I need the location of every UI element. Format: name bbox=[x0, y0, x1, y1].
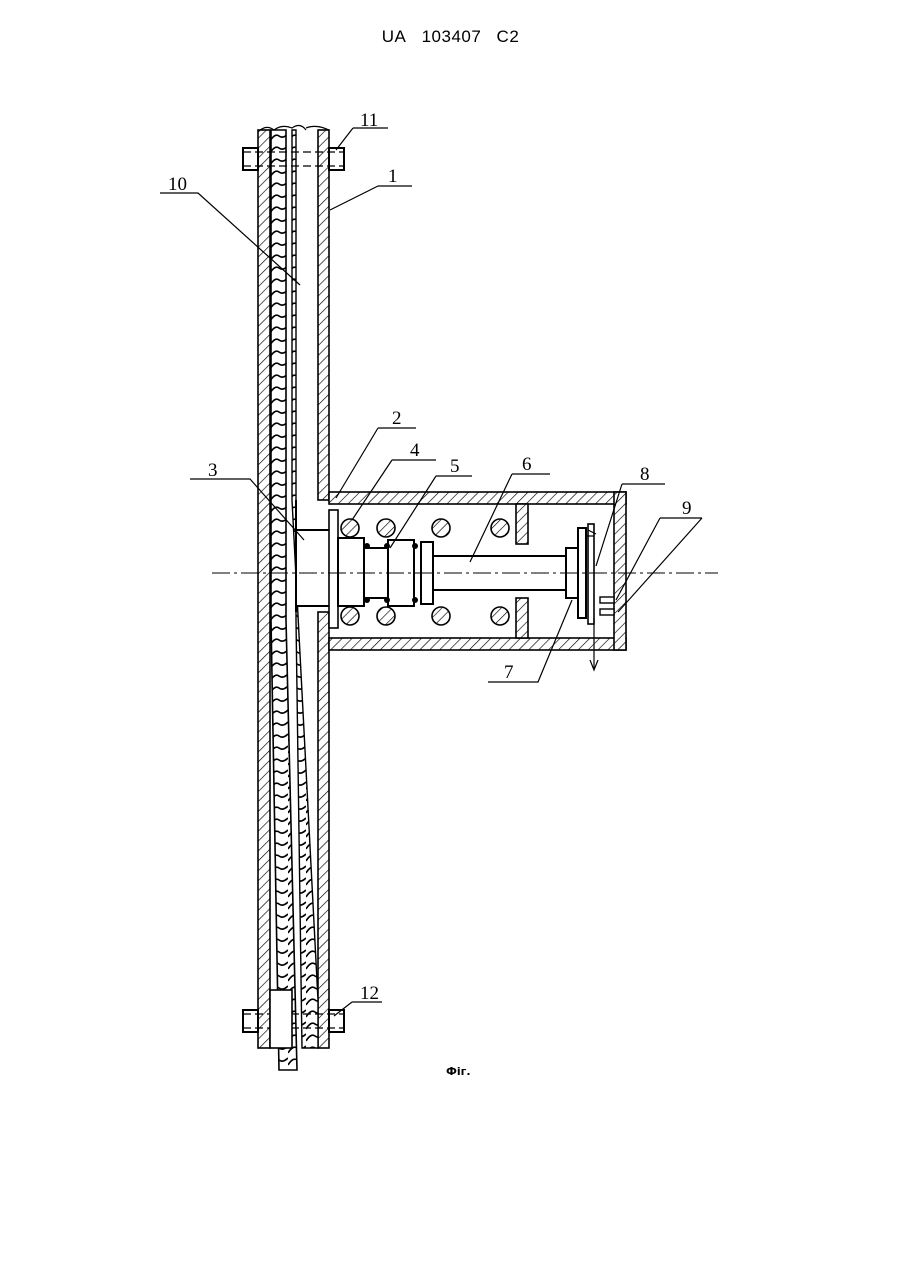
label-3: 3 bbox=[208, 460, 218, 481]
figure-caption: Фіг. bbox=[446, 1065, 471, 1078]
label-8: 8 bbox=[640, 464, 650, 485]
label-1: 1 bbox=[388, 166, 398, 187]
label-11: 11 bbox=[360, 110, 378, 131]
label-10: 10 bbox=[168, 174, 187, 195]
pipe-body bbox=[258, 125, 330, 1070]
label-12: 12 bbox=[360, 983, 379, 1004]
label-2: 2 bbox=[392, 408, 402, 429]
label-6: 6 bbox=[522, 454, 532, 475]
label-7: 7 bbox=[504, 662, 514, 683]
label-5: 5 bbox=[450, 456, 460, 477]
label-4: 4 bbox=[410, 440, 420, 461]
label-9: 9 bbox=[682, 498, 692, 519]
